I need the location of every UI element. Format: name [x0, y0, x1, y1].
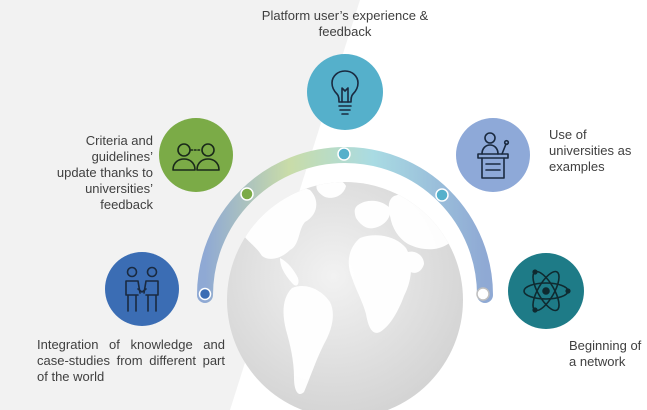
label-universities: Use of universities as examples — [549, 127, 632, 174]
arc-dot-platform — [337, 147, 351, 161]
arc-dot-network — [476, 287, 490, 301]
node-universities — [456, 118, 530, 192]
node-platform — [307, 54, 383, 130]
arc-dot-universities — [435, 188, 449, 202]
label-criteria: Criteria and guidelines’ update thanks t… — [56, 133, 153, 212]
background-panel — [0, 0, 360, 410]
arc-dot-criteria — [240, 187, 254, 201]
handshake-people-icon — [125, 266, 159, 312]
lightbulb-icon — [331, 70, 359, 115]
atom-icon — [523, 269, 571, 313]
node-network — [508, 253, 584, 329]
conversation-people-icon — [172, 143, 220, 171]
node-knowledge — [105, 252, 179, 326]
node-criteria — [159, 118, 233, 192]
label-network: Beginning of a network — [569, 338, 642, 369]
label-knowledge: Integration of knowledge and case-studie… — [37, 337, 225, 384]
arc-dot-knowledge — [198, 287, 212, 301]
label-platform: Platform user’s experience & feedback — [261, 8, 429, 39]
speaker-podium-icon — [477, 132, 510, 179]
